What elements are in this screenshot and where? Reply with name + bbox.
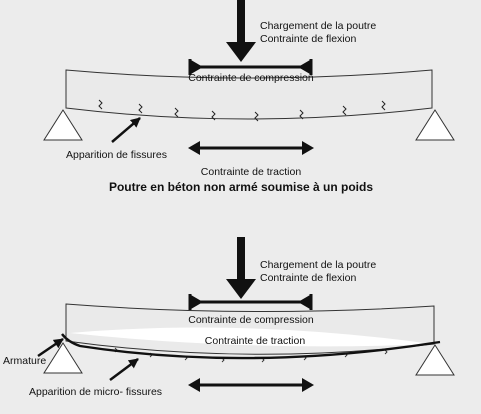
crack-mark — [98, 99, 103, 110]
crack-mark — [174, 107, 179, 118]
traction-label: Contrainte de traction — [201, 166, 302, 178]
crack-mark — [138, 103, 143, 114]
cracks-label: Apparition de fissures — [66, 149, 167, 161]
compression-label: Contrainte de compression — [188, 314, 314, 326]
armature-label: Armature — [3, 355, 46, 367]
load-arrow — [226, 237, 256, 299]
crack-mark — [211, 110, 216, 121]
armature-bar — [61, 333, 441, 360]
microcracks-pointer-arrow — [109, 358, 139, 381]
compression-arrow — [188, 294, 313, 310]
armature-pointer-arrow — [37, 337, 64, 358]
compressed-zone — [70, 327, 432, 347]
bending-label: Contrainte de flexion — [260, 272, 356, 284]
traction-label-inner: Contrainte de traction — [205, 335, 306, 347]
crack-mark — [299, 109, 304, 120]
traction-arrow — [188, 141, 314, 155]
microcracks-label: Apparition de micro- fissures — [29, 386, 162, 398]
right-support — [415, 344, 455, 376]
traction-arrow — [188, 378, 314, 392]
bending-label: Contrainte de flexion — [260, 33, 356, 45]
cracks-pointer-arrow — [111, 117, 141, 143]
crack-mark — [254, 111, 259, 122]
load-label: Chargement de la poutre — [260, 20, 376, 32]
left-support — [43, 109, 83, 141]
crack-mark — [342, 105, 347, 116]
caption: Poutre en béton non armé soumise à un po… — [109, 180, 373, 194]
reinforced-beam-figure: Chargement de la poutre Contrainte de fl… — [3, 237, 455, 398]
right-support — [415, 109, 455, 141]
crack-mark — [381, 100, 386, 111]
load-label: Chargement de la poutre — [260, 259, 376, 271]
compression-arrow — [188, 59, 313, 75]
crack-marks — [98, 99, 386, 122]
unreinforced-beam-figure: Chargement de la poutre Contrainte de fl… — [43, 0, 455, 194]
left-support — [43, 342, 83, 374]
compression-label: Contrainte de compression — [188, 72, 314, 84]
load-arrow — [226, 0, 256, 62]
unreinforced-beam — [65, 69, 433, 120]
